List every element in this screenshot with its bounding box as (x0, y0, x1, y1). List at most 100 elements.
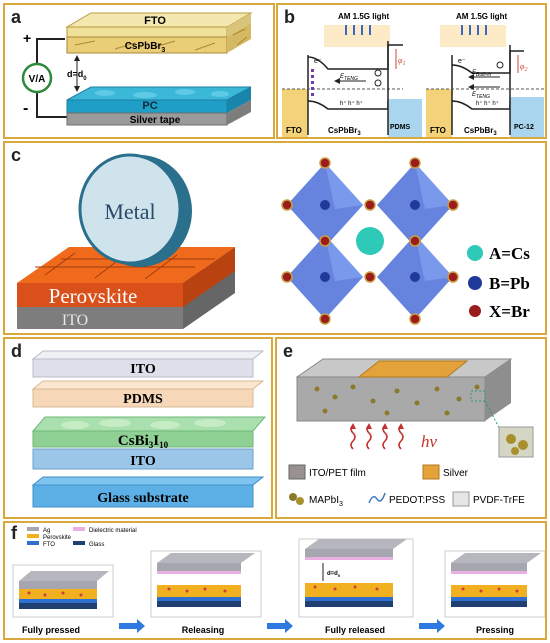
electron-label-right: e⁻ (458, 58, 466, 65)
legend-mapbi3-icon (289, 493, 304, 505)
perovskite-front (17, 283, 183, 307)
crystal-lattice (281, 157, 459, 325)
ito-base-front (17, 305, 183, 329)
layer-ito-bottom (32, 448, 254, 470)
zoom-particles (506, 434, 528, 455)
light-label-left: AM 1.5G light (338, 12, 389, 21)
legend-perovskite: Perovskite (43, 535, 72, 541)
cs-atom (356, 227, 384, 255)
fto-front (66, 26, 228, 38)
arrow-2 (267, 619, 293, 633)
pc12-label: PC-12 (514, 124, 534, 131)
arrow-3 (419, 619, 445, 633)
csbi-texture (61, 419, 226, 429)
electron-label-left: e⁻ (314, 58, 322, 65)
phi2-label: φ2 (520, 62, 527, 73)
legend-perovskite-swatch (27, 534, 39, 538)
minus-sign: - (23, 100, 28, 117)
legend-pedot: PEDOT:PSS (389, 495, 445, 506)
perovskite-side (183, 247, 235, 307)
pc-side (227, 87, 251, 113)
legend-fto-swatch (27, 541, 39, 545)
hv-label: hν (421, 432, 438, 451)
fto-label-right: FTO (430, 126, 446, 135)
legend-pvdf-swatch (452, 491, 470, 507)
legend-ag: Ag (43, 528, 50, 534)
panel-a-label: a (11, 7, 22, 27)
panel-c-label: c (11, 145, 22, 165)
valence-band-left (307, 100, 389, 110)
panel-e-legend: ITO/PET film Silver MAPbI3 PEDOT:PSS PVD… (288, 464, 525, 508)
perovskite-label: Perovskite (49, 284, 138, 308)
gap-label-f: d=d0 (327, 571, 341, 578)
metal-label: Metal (104, 199, 155, 224)
light-arrows-right (461, 25, 487, 35)
legend-ag-swatch (27, 527, 39, 531)
panel-f-label: f (11, 523, 17, 543)
cspbbr3-label: CsPbBr3 (125, 41, 166, 54)
legend-mapbi3: MAPbI3 (309, 495, 343, 508)
layer-pdms (32, 388, 254, 408)
device-fully-pressed (12, 564, 114, 618)
panel-a-diagram: + - V/A FTO CsPbBr3 d=d0 PC Silver tape (21, 12, 253, 126)
gap-label: d=d0 (67, 69, 87, 82)
lattice-legend: A=Cs B=Pb X=Br (467, 244, 530, 321)
panel-f-diagram: Ag Perovskite FTO Dielectric material Gl… (12, 527, 545, 635)
legend-pvdf: PVDF-TrFE (473, 495, 525, 506)
ito-base-side (183, 269, 235, 329)
plus-sign: + (23, 30, 31, 46)
panel-d-label: d (11, 341, 22, 361)
legend-silver: Silver (443, 468, 469, 479)
panel-f: f Ag Perovskite FTO Dielectric material … (3, 521, 547, 640)
charges-left (311, 69, 314, 96)
meter-label: V/A (29, 74, 46, 85)
state-pressing: Pressing (476, 625, 514, 635)
silver-electrode (357, 360, 469, 378)
light-glow-right (440, 25, 506, 47)
light-glow-left (324, 25, 390, 47)
legend-pedot-icon (368, 492, 386, 504)
panel-c-diagram: Metal Perovskite ITO (17, 153, 530, 329)
panel-e-label: e (283, 341, 294, 361)
legend-cs-dot (467, 245, 483, 261)
legend-ito-pet-swatch (288, 464, 306, 480)
state-fully-released: Fully released (325, 625, 385, 635)
device-fully-released (298, 538, 414, 618)
panel-a: a + - V/A FTO CsPbB (3, 3, 275, 139)
legend-br: X=Br (489, 302, 530, 321)
cspbbr3-side (227, 23, 251, 53)
panel-b-label: b (284, 7, 295, 27)
legend-dielectric: Dielectric material (89, 528, 137, 534)
legend-glass-swatch (73, 541, 85, 545)
arrow-1 (119, 619, 145, 633)
legend-glass: Glass (89, 542, 104, 548)
legend-dielectric-swatch (73, 527, 85, 531)
cspbbr3-label-right: CsPbBr3 (464, 126, 497, 137)
fto-label-left: FTO (286, 126, 302, 135)
light-arrows-left (345, 25, 371, 35)
holes-label-right: h⁺ h⁺ h⁺ (476, 100, 499, 107)
holes-label-left: h⁺ h⁺ h⁺ (340, 100, 363, 107)
pc-label: PC (142, 100, 157, 112)
valence-band-right (451, 100, 511, 110)
panel-c: c Metal Perovskite ITO (3, 141, 547, 335)
pb-atoms (320, 200, 420, 282)
panel-f-legend: Ag Perovskite FTO Dielectric material Gl… (27, 527, 137, 548)
panel-b-diagram: AM 1.5G light ETENG φ1 e⁻ h⁺ h⁺ h⁺ FTO C… (282, 12, 545, 137)
light-label-right: AM 1.5G light (456, 12, 507, 21)
panel-e-diagram: hν ITO/PET film Silver MAPbI3 PEDOT:PSS … (288, 358, 534, 508)
legend-silver-swatch (422, 464, 440, 480)
light-waves (350, 424, 404, 450)
label-pdms: PDMS (123, 392, 163, 407)
legend-ito-pet: ITO/PET film (309, 468, 366, 479)
label-csbi3i10: CsBi3I10 (118, 433, 169, 450)
pc12-block (510, 97, 544, 137)
state-fully-pressed: Fully pressed (22, 625, 80, 635)
pc-bumps (95, 89, 229, 98)
legend-pb: B=Pb (489, 274, 530, 293)
phi1-label: φ1 (398, 56, 405, 67)
fto-label: FTO (144, 15, 166, 27)
layer-ito-top (32, 358, 254, 378)
silver-tape-side (227, 100, 251, 125)
device-pressing (444, 550, 545, 618)
